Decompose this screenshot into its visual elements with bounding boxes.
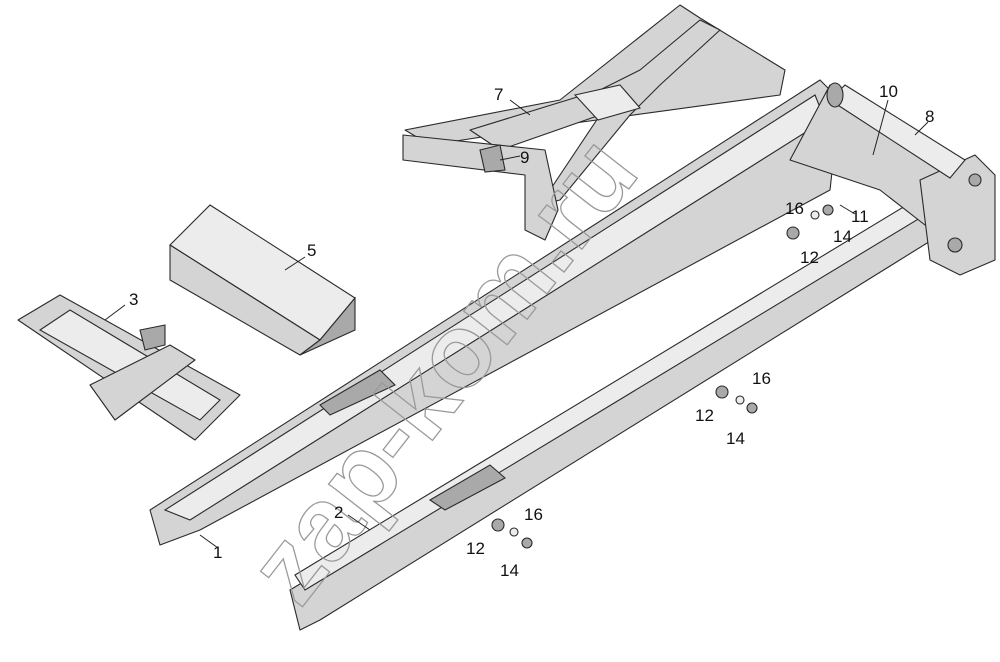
fasteners	[491, 204, 834, 549]
part-2-long-rail	[289, 199, 941, 631]
part-3-bracket	[17, 294, 241, 441]
callout-16: 16	[785, 199, 804, 218]
watermark: zap-kom.ru	[227, 116, 660, 625]
callout-14: 14	[726, 429, 745, 448]
callout-1: 1	[213, 543, 222, 562]
callout-14: 14	[500, 561, 519, 580]
callout-10: 10	[879, 82, 898, 101]
callout-3: 3	[129, 290, 138, 309]
callout-14: 14	[833, 227, 852, 246]
callout-8: 8	[925, 107, 934, 126]
part-1-long-rail	[149, 79, 841, 546]
callout-2: 2	[334, 503, 343, 522]
part-11-rear-cross	[789, 84, 996, 276]
callout-12: 12	[466, 539, 485, 558]
leader-lines	[104, 99, 929, 549]
callout-16: 16	[752, 369, 771, 388]
part-5-box	[169, 204, 356, 356]
callout-7: 7	[494, 85, 503, 104]
callout-12: 12	[695, 406, 714, 425]
part-8-roller	[826, 82, 966, 179]
part-7-cross-member	[402, 4, 786, 241]
callout-5: 5	[307, 241, 316, 260]
callout-16: 16	[524, 505, 543, 524]
callout-11: 11	[851, 207, 869, 226]
callout-12: 12	[800, 248, 819, 267]
callout-9: 9	[520, 148, 529, 167]
